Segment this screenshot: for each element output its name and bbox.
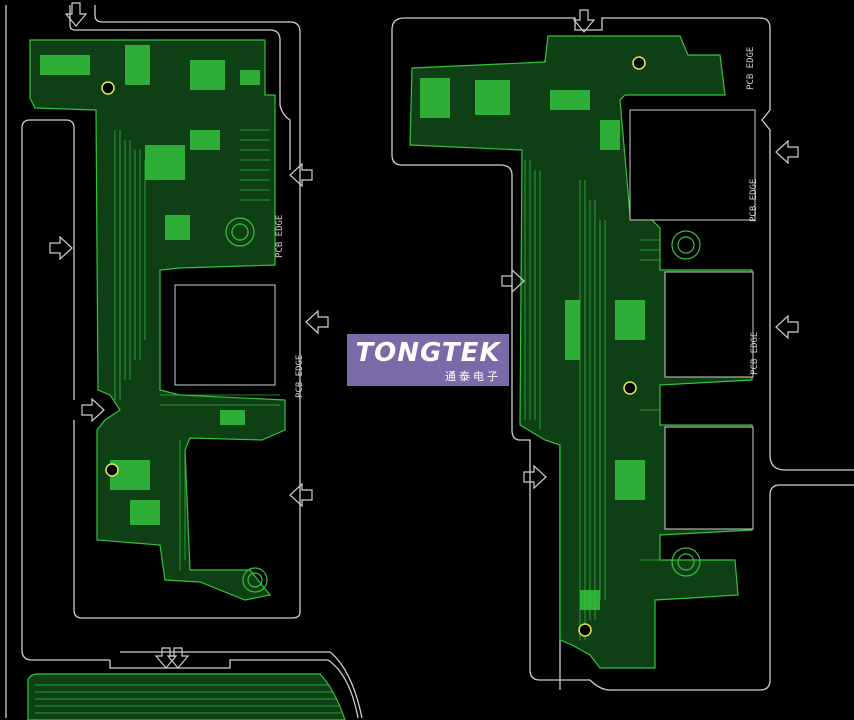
arrow-down-icon	[64, 2, 596, 669]
mounting-hole-icon	[578, 56, 646, 637]
right-pcb	[409, 35, 756, 669]
left-pcb	[29, 39, 286, 601]
mounting-hole-icon	[101, 81, 119, 477]
pcb-edge-label: PCB EDGE	[746, 47, 756, 90]
tongtek-logo: TONGTEK 通泰电子	[347, 334, 509, 386]
pcb-edge-label: PCB EDGE	[275, 215, 285, 258]
logo-subtitle: 通泰电子	[445, 370, 501, 383]
bottom-pcb-strip	[27, 673, 346, 720]
logo-brand: TONGTEK	[355, 338, 501, 368]
pcb-edge-label: PCB EDGE	[295, 355, 305, 398]
pcb-edge-label: PCB EDGE	[750, 332, 760, 375]
arrow-left-icon	[289, 139, 799, 508]
pcb-edge-labels: PCB EDGE PCB EDGE PCB EDGE PCB EDGE PCB …	[275, 47, 760, 398]
pcb-edge-label: PCB EDGE	[749, 179, 759, 222]
arrow-right-icon	[49, 235, 547, 490]
